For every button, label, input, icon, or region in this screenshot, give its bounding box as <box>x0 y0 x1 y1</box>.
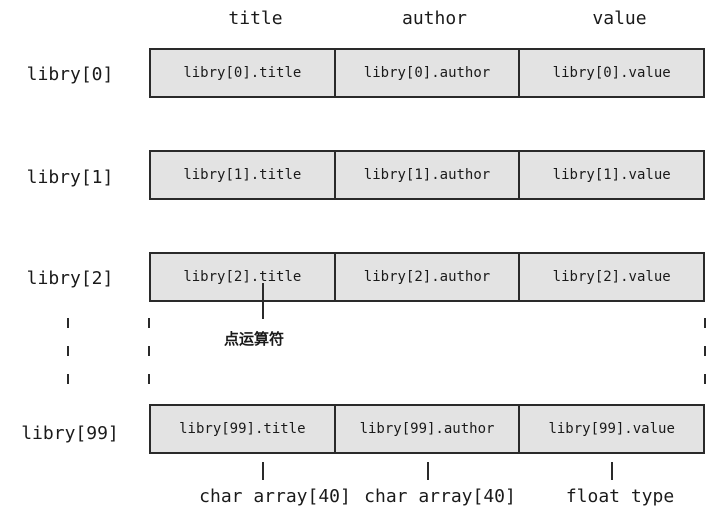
type-label-value: float type <box>565 486 675 507</box>
cell-99-author: libry[99].author <box>336 406 521 452</box>
row-label-0: libry[0] <box>26 64 114 85</box>
cell-0-title: libry[0].title <box>151 50 336 96</box>
type-label-title: char array[40] <box>199 486 351 507</box>
ellipsis-tick <box>67 318 69 328</box>
type-pointer-value <box>611 462 613 480</box>
ellipsis-tick <box>67 374 69 384</box>
cell-1-title: libry[1].title <box>151 152 336 198</box>
type-pointer-title <box>262 462 264 480</box>
cell-99-value: libry[99].value <box>548 421 675 437</box>
struct-row-99: libry[99].title libry[99].author libry[9… <box>149 404 705 454</box>
struct-row-2: libry[2].title libry[2].author libry[2].… <box>149 252 705 302</box>
cell-2-title: libry[2].title <box>151 254 336 300</box>
cell-2-value: libry[2].value <box>552 269 671 285</box>
column-header-author: author <box>401 8 468 29</box>
row-label-1: libry[1] <box>26 167 114 188</box>
struct-row-1: libry[1].title libry[1].author libry[1].… <box>149 150 705 200</box>
cell-0-value: libry[0].value <box>552 65 671 81</box>
dot-operator-pointer <box>262 283 264 319</box>
ellipsis-tick <box>704 346 706 356</box>
type-label-author: char array[40] <box>364 486 516 507</box>
cell-1-value: libry[1].value <box>552 167 671 183</box>
cell-99-title: libry[99].title <box>151 406 336 452</box>
column-header-value: value <box>592 8 647 29</box>
ellipsis-tick <box>148 346 150 356</box>
type-pointer-author <box>427 462 429 480</box>
row-label-2: libry[2] <box>26 268 114 289</box>
ellipsis-tick <box>704 374 706 384</box>
row-label-99: libry[99] <box>21 423 119 444</box>
struct-row-0: libry[0].title libry[0].author libry[0].… <box>149 48 705 98</box>
column-header-title: title <box>228 8 283 29</box>
cell-2-author: libry[2].author <box>336 254 521 300</box>
cell-0-author: libry[0].author <box>336 50 521 96</box>
cell-1-author: libry[1].author <box>336 152 521 198</box>
ellipsis-tick <box>704 318 706 328</box>
ellipsis-tick <box>148 374 150 384</box>
ellipsis-tick <box>67 346 69 356</box>
ellipsis-tick <box>148 318 150 328</box>
dot-operator-annotation: 点运算符 <box>224 330 285 348</box>
